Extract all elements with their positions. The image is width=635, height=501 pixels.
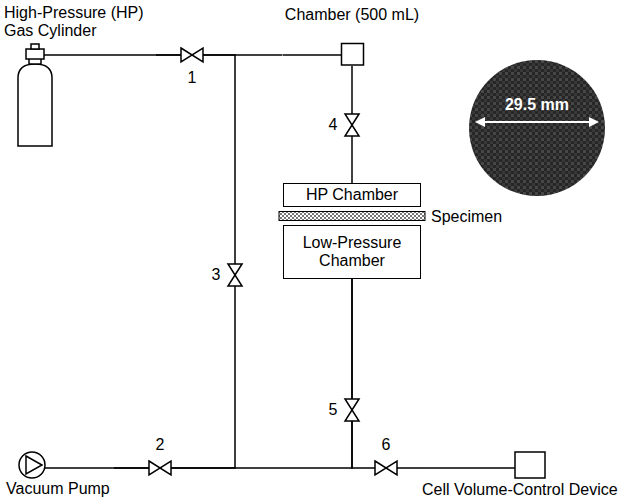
cell-volume-device: Cell Volume-Control Device	[422, 446, 622, 499]
chamber-box: Chamber (500 mL)	[283, 6, 422, 66]
vacuum-pump: Vacuum Pump	[6, 448, 114, 498]
node-label: Chamber (500 mL)	[285, 6, 419, 24]
pipe-connector	[352, 279, 422, 468]
valve-symbol	[181, 48, 203, 62]
specimen-disc	[469, 60, 605, 196]
gas-cylinder: High-Pressure (HP) Gas Cylinder	[4, 4, 156, 150]
pipe-stub	[283, 54, 342, 56]
node-label: Cell Volume-Control Device	[422, 481, 618, 499]
pipe-connector	[114, 279, 352, 468]
callout-number: 3	[212, 266, 221, 284]
dimension-line	[479, 121, 595, 123]
callout-number: 1	[188, 69, 197, 87]
node-label: Specimen	[431, 208, 502, 226]
specimen-strip	[279, 212, 425, 221]
specimen-layer: Specimen	[279, 208, 507, 224]
valve-symbol	[345, 114, 359, 136]
node-label: HP Chamber	[306, 186, 398, 204]
device-square	[515, 452, 545, 478]
pipe-connector	[114, 55, 235, 468]
pipe-stub	[44, 467, 114, 469]
valve-symbol	[149, 461, 171, 475]
node-label: 29.5 mm	[505, 96, 569, 114]
valve-symbol	[345, 399, 359, 421]
pump-body	[19, 452, 45, 478]
pump-triangle	[26, 456, 42, 474]
cylinder-valve	[26, 49, 44, 59]
pipe-stub	[44, 54, 156, 56]
valve-symbol	[228, 264, 242, 286]
dimension-arrowheads	[475, 117, 599, 127]
chamber-square	[341, 44, 363, 66]
node-label: Vacuum Pump	[6, 480, 110, 498]
specimen-photo: 29.5 mm	[469, 60, 605, 196]
cylinder-body	[18, 64, 52, 146]
callout-number: 4	[329, 116, 338, 134]
node-label: Low-Pressure Chamber	[290, 234, 414, 270]
callout-number: 2	[156, 436, 165, 454]
node-label: High-Pressure (HP) Gas Cylinder	[4, 4, 152, 40]
pipe-stub	[422, 467, 515, 469]
specimen-photo-icon	[469, 60, 605, 196]
callout-number: 5	[329, 401, 338, 419]
callout-number: 6	[382, 436, 391, 454]
hp-chamber-box: HP Chamber	[283, 183, 421, 207]
valve-symbol	[375, 461, 397, 475]
lp-chamber-box: Low-Pressure Chamber	[283, 225, 421, 279]
cylinder-knob	[31, 44, 39, 49]
